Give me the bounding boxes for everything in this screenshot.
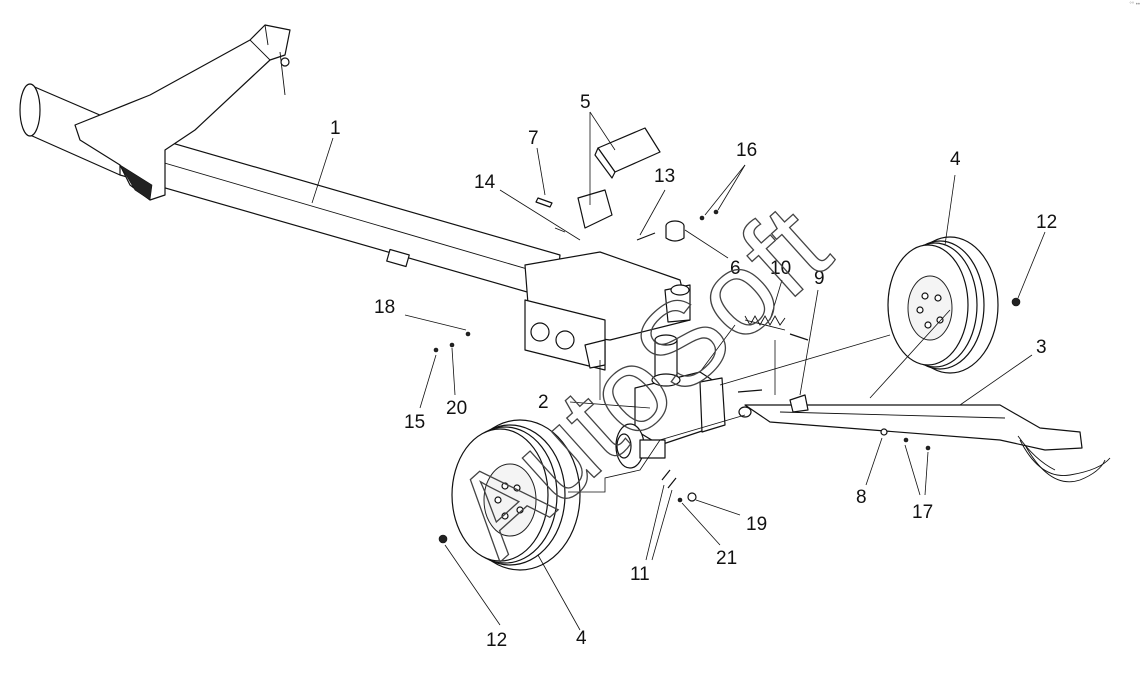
callout-14: 14: [474, 172, 496, 193]
wheel-right: [887, 236, 999, 374]
callout-10: 10: [770, 258, 791, 279]
callout-13: 13: [654, 166, 675, 187]
cover-plates: [577, 127, 661, 229]
callout-2: 2: [538, 392, 549, 413]
callout-6: 6: [730, 258, 741, 279]
callout-leaders: [311, 111, 1046, 631]
beam-gearbox-block: [524, 251, 691, 371]
steering-knuckle: [615, 334, 726, 469]
callout-18: 18: [374, 297, 395, 318]
callout-16: 16: [736, 140, 757, 161]
drawbar: [738, 394, 1111, 483]
spring-and-pin: [737, 315, 809, 393]
main-frame-beam: [19, 24, 561, 301]
callout-7: 7: [528, 128, 539, 149]
callout-11: 11: [630, 564, 650, 585]
callout-4-bottom: 4: [576, 628, 587, 649]
callout-21: 21: [716, 548, 737, 569]
nuts-and-washers: [433, 297, 1021, 544]
corner-mark: °° ••: [1129, 2, 1140, 8]
callout-4-top: 4: [950, 149, 961, 170]
callout-12-right: 12: [1036, 212, 1057, 233]
callout-17: 17: [912, 502, 933, 523]
callout-5: 5: [580, 92, 591, 113]
callout-19: 19: [746, 514, 767, 535]
alignment-lines: [568, 309, 951, 493]
callout-12-bottom: 12: [486, 630, 507, 651]
callout-9: 9: [814, 268, 825, 289]
callout-15: 15: [404, 412, 425, 433]
small-fasteners-upper: [535, 197, 719, 242]
callout-labels: 1 2 3 4 4 5 6 7 8 9 10 11 12 12 13 14 15…: [330, 92, 1057, 651]
wheel-left: [451, 419, 581, 571]
callout-1: 1: [330, 118, 341, 139]
callout-20: 20: [446, 398, 467, 419]
callout-8: 8: [856, 487, 867, 508]
callout-3: 3: [1036, 337, 1047, 358]
